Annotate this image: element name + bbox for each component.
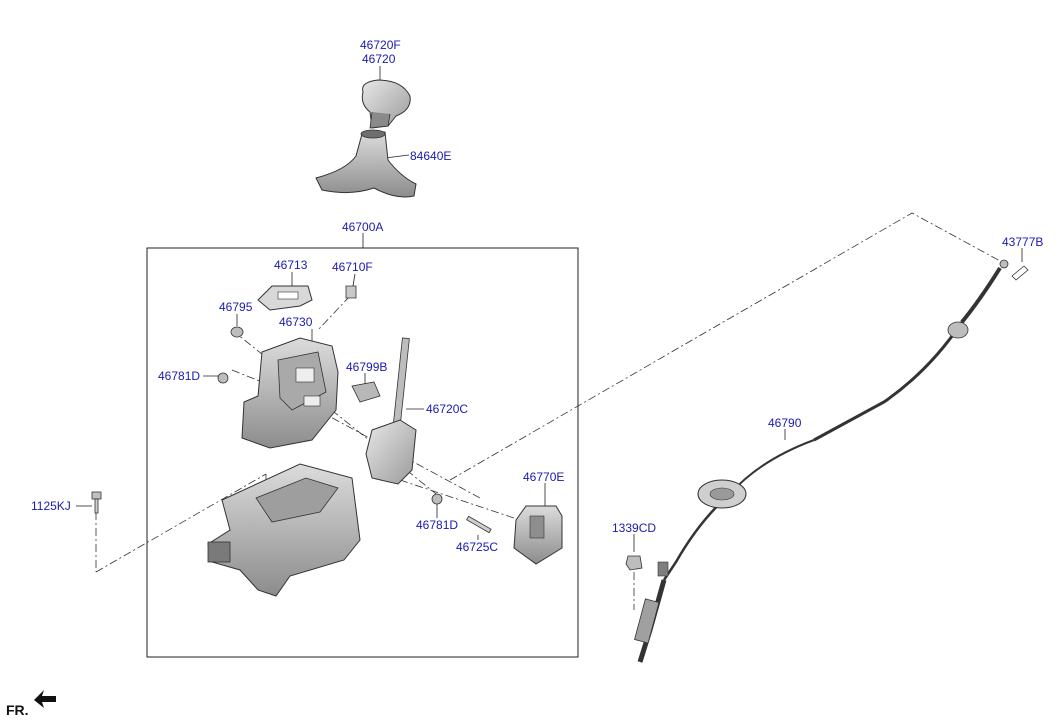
shift-cable-part — [637, 266, 1002, 663]
part-label-46770E[interactable]: 46770E — [523, 470, 565, 484]
part-label-46720C[interactable]: 46720C — [426, 402, 469, 416]
cable-fittings — [634, 259, 1009, 644]
front-arrow-icon — [34, 690, 56, 708]
indicator-bracket-part — [513, 505, 563, 565]
part-label-46710F[interactable]: 46710F — [332, 260, 373, 274]
cable-clip-part — [1011, 265, 1029, 281]
screw-part-left — [217, 372, 229, 384]
part-label-46730[interactable]: 46730 — [279, 315, 313, 329]
screw-part-right — [431, 493, 443, 505]
lever-cover-part — [257, 285, 313, 311]
clip-part — [345, 285, 357, 299]
shift-lever-part — [365, 337, 417, 485]
part-label-1125KJ[interactable]: 1125KJ — [31, 499, 71, 513]
part-label-46720[interactable]: 46720 — [362, 52, 396, 66]
leader-lines — [76, 66, 1023, 552]
part-label-46799B[interactable]: 46799B — [346, 360, 388, 374]
part-label-84640E[interactable]: 84640E — [410, 149, 452, 163]
detent-spring-part — [351, 381, 381, 403]
part-label-43777B[interactable]: 43777B — [1002, 235, 1044, 249]
part-label-46781D-left[interactable]: 46781D — [158, 369, 201, 383]
part-label-46725C[interactable]: 46725C — [456, 540, 499, 554]
part-label-46700A[interactable]: 46700A — [342, 220, 384, 234]
part-label-46713[interactable]: 46713 — [274, 258, 308, 272]
shifter-base-part — [207, 463, 361, 597]
lever-bracket-part — [241, 337, 339, 449]
part-label-46781D-right[interactable]: 46781D — [416, 518, 459, 532]
assembly-frame — [146, 247, 579, 658]
grommet-part — [230, 326, 244, 338]
shift-boot-part — [315, 129, 417, 198]
nut-part — [625, 555, 643, 571]
bolt-part — [91, 491, 102, 514]
front-direction-label: FR. — [6, 702, 29, 718]
part-label-46790[interactable]: 46790 — [768, 416, 802, 430]
part-label-46720F[interactable]: 46720F — [360, 38, 401, 52]
part-label-46795[interactable]: 46795 — [219, 300, 253, 314]
shift-knob-part — [361, 79, 411, 129]
part-label-1339CD[interactable]: 1339CD — [612, 521, 657, 535]
pin-part — [466, 515, 492, 534]
